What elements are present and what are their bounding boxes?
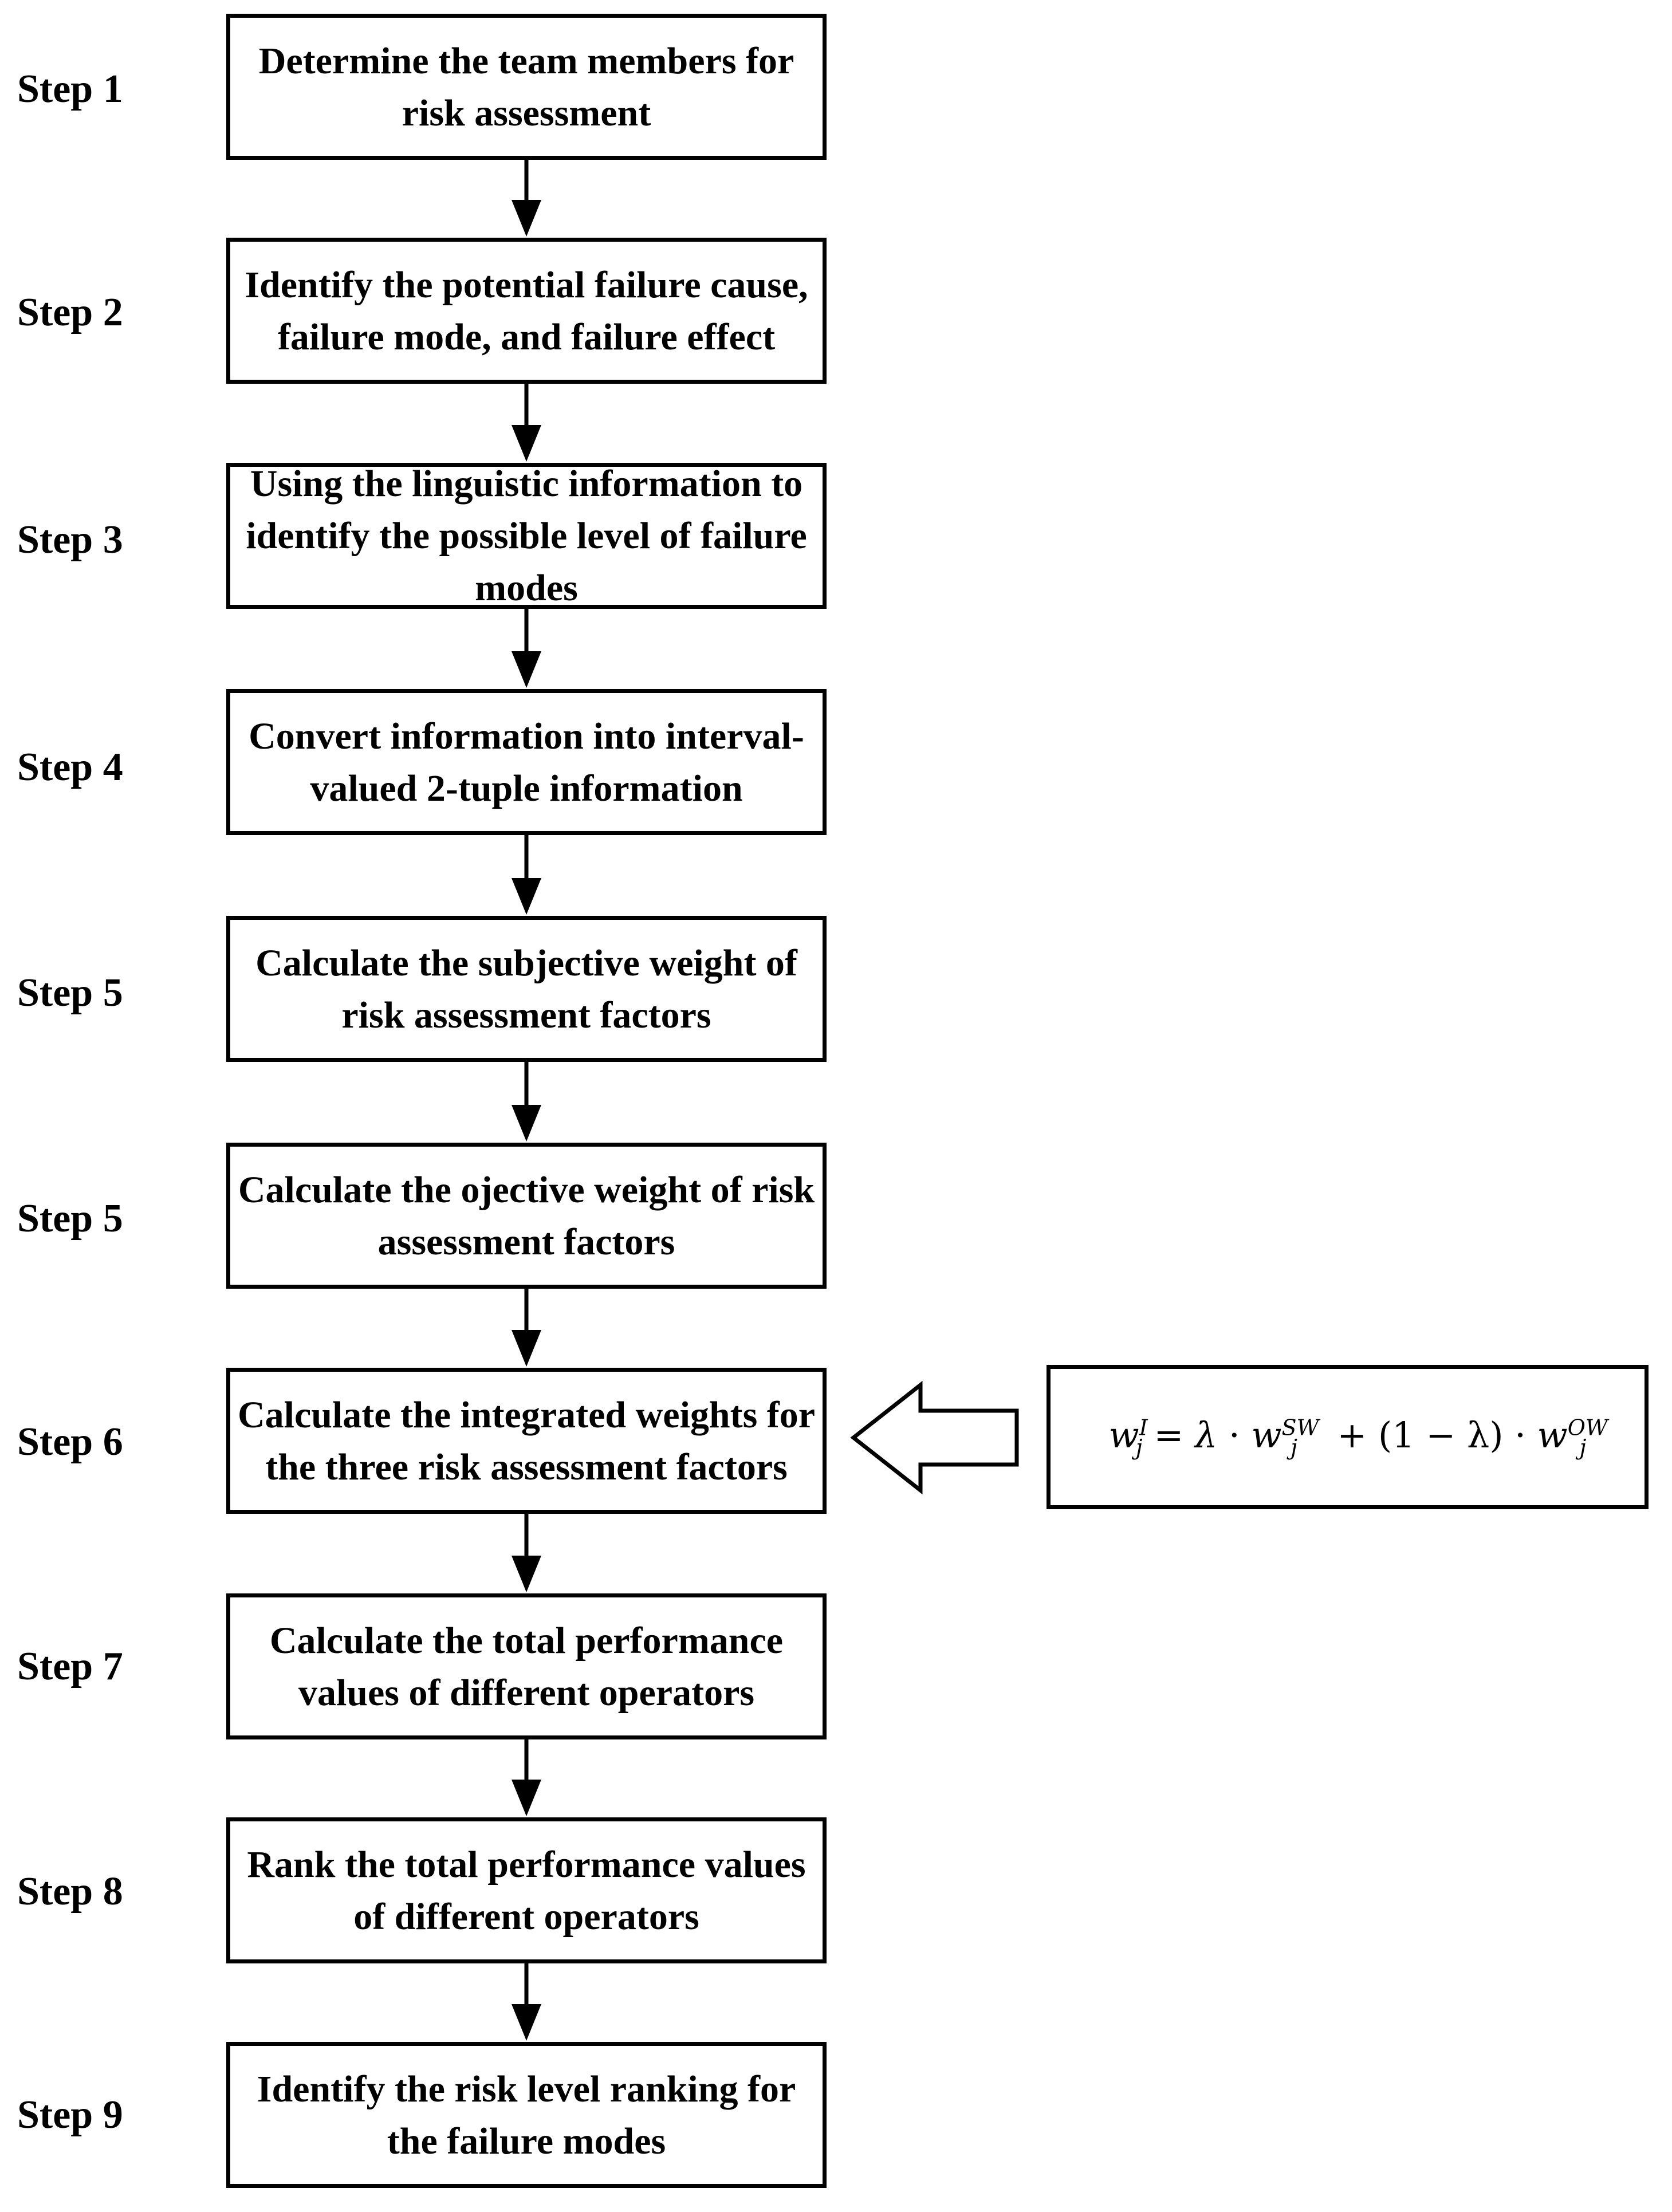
formula-w-ow-sub: j (1579, 1435, 1587, 1461)
formula-w-sw: w (1251, 1414, 1282, 1456)
formula-dot-1: · (1229, 1414, 1240, 1456)
step-box-3: Using the linguistic information to iden… (226, 463, 827, 609)
step-text-4: Convert information into interval-valued… (249, 715, 804, 809)
arrowhead-2 (512, 425, 541, 462)
formula-dot-2: · (1514, 1414, 1526, 1456)
formula-equals: = (1154, 1414, 1184, 1456)
arrowhead-4 (512, 878, 541, 915)
formula-w-sw-sub: j (1291, 1435, 1298, 1461)
step-box-9: Identify the risk level ranking for the … (226, 2042, 827, 2188)
arrowhead-6 (512, 1330, 541, 1367)
step-label-1: Step 1 (17, 67, 123, 111)
step-box-5b: Calculate the ojective weight of risk as… (226, 1143, 827, 1289)
step-label-7: Step 7 (17, 1644, 123, 1688)
formula-box: wIj = λ · wSWj + (1 − λ) · wOWj (1047, 1365, 1649, 1509)
step-box-2: Identify the potential failure cause, fa… (226, 238, 827, 384)
step-box-7: Calculate the total performance values o… (226, 1593, 827, 1739)
arrowhead-1 (512, 200, 541, 237)
arrowhead-5 (512, 1105, 541, 1142)
step-label-2: Step 2 (17, 290, 123, 334)
formula-lhs-sub: j (1135, 1435, 1143, 1461)
step-text-7: Calculate the total performance values o… (269, 1619, 784, 1714)
step-box-6: Calculate the integrated weights for the… (226, 1368, 827, 1514)
step-label-5b: Step 5 (17, 1196, 123, 1241)
step-text-5a: Calculate the subjective weight of risk … (255, 942, 797, 1036)
step-label-5a: Step 5 (17, 971, 123, 1015)
step-text-8: Rank the total performance values of dif… (247, 1843, 806, 1938)
formula-w-sw-sup: SW (1281, 1415, 1319, 1440)
formula-one-minus-lambda: (1 − λ) (1378, 1414, 1504, 1456)
arrowhead-7 (512, 1556, 541, 1592)
step-label-8: Step 8 (17, 1869, 123, 1914)
formula-w-ow-sup: OW (1567, 1415, 1608, 1440)
step-text-6: Calculate the integrated weights for the… (237, 1394, 816, 1488)
step-label-4: Step 4 (17, 745, 123, 789)
step-box-8: Rank the total performance values of dif… (226, 1817, 827, 1963)
step-label-3: Step 3 (17, 518, 123, 562)
arrowhead-8 (512, 1780, 541, 1816)
formula-lambda: λ (1195, 1414, 1218, 1456)
arrowhead-9 (512, 2004, 541, 2041)
formula-plus: + (1337, 1414, 1367, 1456)
step-text-3: Using the linguistic information to iden… (246, 463, 807, 609)
step-text-1: Determine the team members for risk asse… (258, 40, 794, 134)
formula-input-arrow (850, 1380, 1019, 1495)
step-box-1: Determine the team members for risk asse… (226, 14, 827, 160)
formula-lhs: w (1108, 1414, 1139, 1456)
step-box-4: Convert information into interval-valued… (226, 689, 827, 835)
arrowhead-3 (512, 651, 541, 688)
step-label-9: Step 9 (17, 2093, 123, 2137)
integrated-weight-formula: wIj = λ · wSWj + (1 − λ) · wOWj (1108, 1414, 1608, 1461)
step-text-5b: Calculate the ojective weight of risk as… (238, 1168, 815, 1263)
step-label-6: Step 6 (17, 1420, 123, 1464)
step-box-5a: Calculate the subjective weight of risk … (226, 916, 827, 1062)
step-text-2: Identify the potential failure cause, fa… (245, 263, 808, 358)
formula-w-ow: w (1537, 1414, 1568, 1456)
step-text-9: Identify the risk level ranking for the … (257, 2068, 796, 2162)
